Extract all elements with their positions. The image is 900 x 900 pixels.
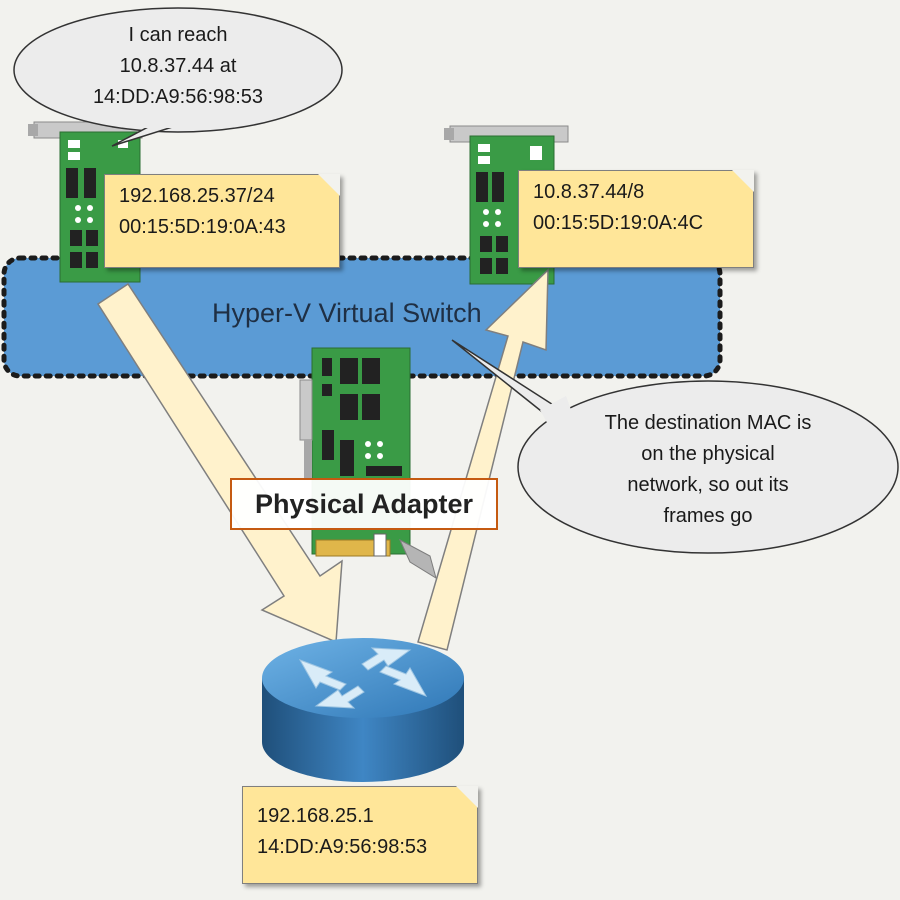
vm1-address-note: 192.168.25.37/24 00:15:5D:19:0A:43 <box>104 174 340 268</box>
switch-callout-text: The destination MAC is on the physical n… <box>604 412 812 527</box>
vm1-speech-text: I can reach 10.8.37.44 at 14:DD:A9:56:98… <box>92 24 264 108</box>
physical-adapter-card <box>299 347 437 580</box>
router-icon <box>262 638 464 782</box>
router-address-note: 192.168.25.1 14:DD:A9:56:98:53 <box>242 786 478 884</box>
return-arrow <box>417 268 549 651</box>
physical-adapter-label: Physical Adapter <box>230 478 498 530</box>
virtual-switch-label: Hyper-V Virtual Switch <box>212 298 482 328</box>
vm1-speech-bubble <box>13 7 343 147</box>
vm2-address-note: 10.8.37.44/8 00:15:5D:19:0A:4C <box>518 170 754 268</box>
outbound-arrow <box>96 282 343 644</box>
vm2-nic-card <box>444 125 569 285</box>
switch-callout-bubble <box>451 339 899 554</box>
physical-adapter-label-text: Physical Adapter <box>254 488 474 519</box>
